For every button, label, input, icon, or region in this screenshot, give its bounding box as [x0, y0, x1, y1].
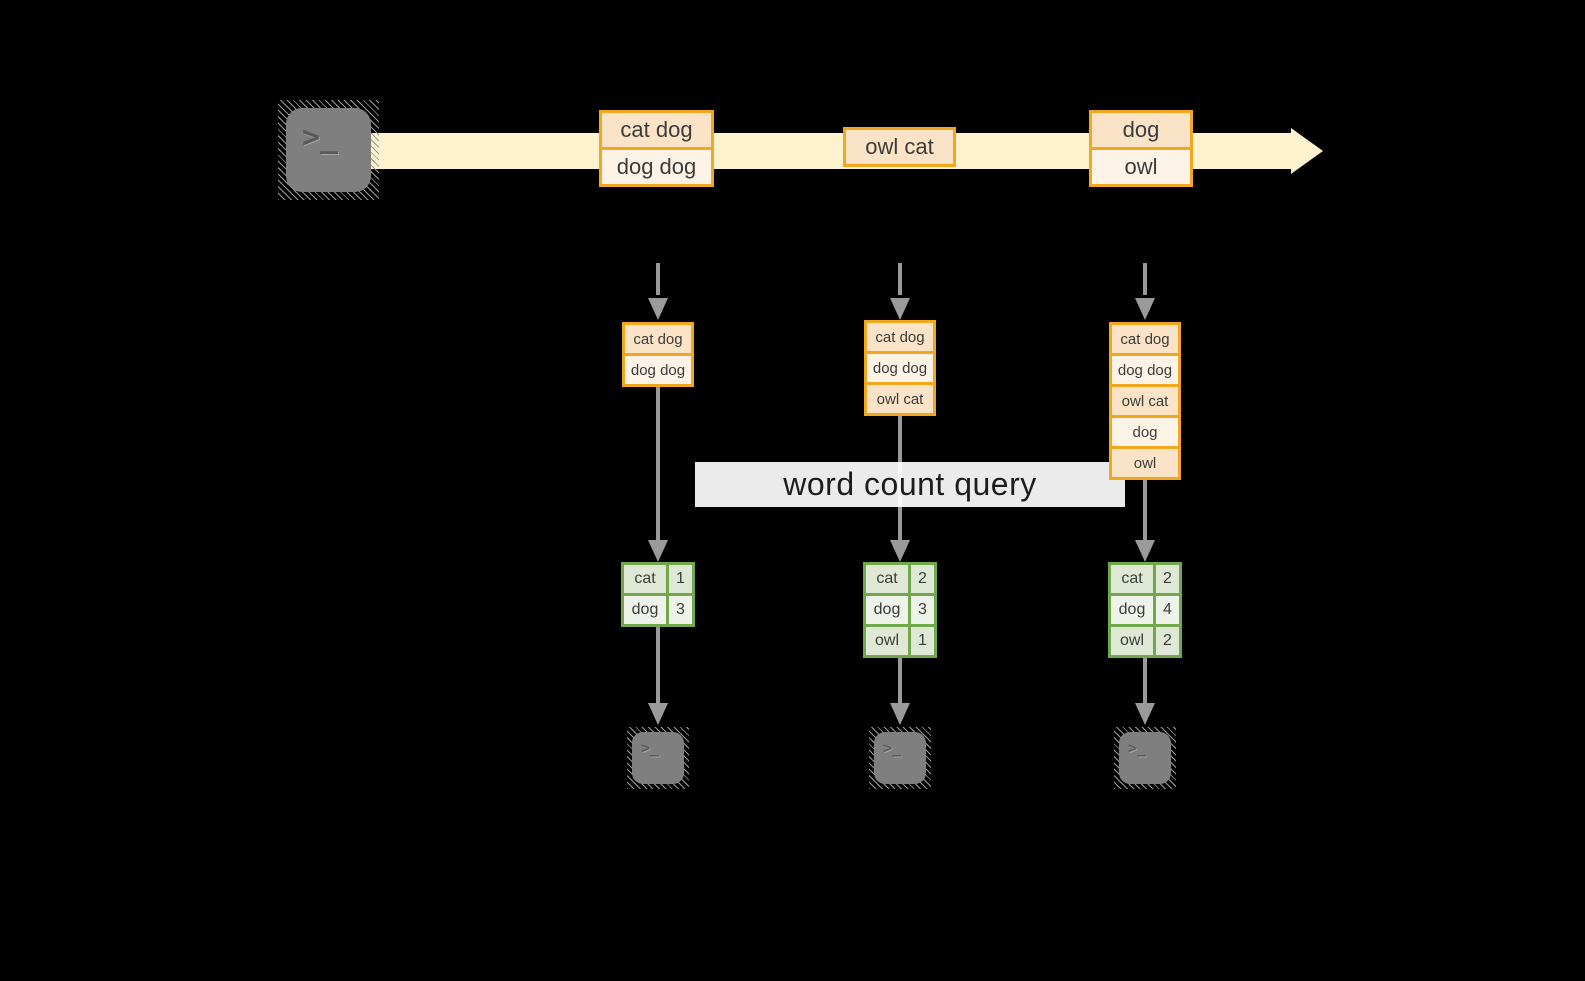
stream-batch-1: cat dog dog dog [599, 110, 714, 187]
terminal-prompt-glyph: >_ [1119, 732, 1171, 784]
table-cell-word: cat [866, 565, 908, 593]
source-terminal-icon: >_ [278, 100, 379, 200]
terminal-prompt-glyph: >_ [632, 732, 684, 784]
count-table-2: cat 2 dog 3 owl 1 [863, 562, 937, 658]
sink-terminal-icon-2: >_ [869, 727, 931, 789]
state-buffer-3: cat dog dog dog owl cat dog owl [1109, 322, 1181, 480]
table-cell-word: cat [624, 565, 666, 593]
state-buffer-1: cat dog dog dog [622, 322, 694, 387]
batch-item: dog [1092, 113, 1190, 147]
table-cell-count: 4 [1156, 596, 1179, 624]
stream-batch-2: owl cat [843, 127, 956, 167]
state-row: owl cat [867, 385, 933, 413]
table-cell-word: cat [1111, 565, 1153, 593]
count-table-1: cat 1 dog 3 [621, 562, 695, 627]
state-row: owl cat [1112, 387, 1178, 415]
stream-batch-3: dog owl [1089, 110, 1193, 187]
state-row: dog [1112, 418, 1178, 446]
batch-item: cat dog [602, 113, 711, 147]
batch-item: owl cat [846, 130, 953, 164]
table-cell-word: owl [866, 627, 908, 655]
table-cell-word: dog [866, 596, 908, 624]
ingest-arrow-head-1 [648, 298, 668, 320]
state-row: dog dog [625, 356, 691, 384]
state-row: dog dog [1112, 356, 1178, 384]
query-label: word count query [783, 466, 1037, 502]
output-arrow-head-3 [1135, 703, 1155, 725]
query-arrow-line-1 [656, 387, 660, 540]
state-row: cat dog [867, 323, 933, 351]
output-arrow-head-2 [890, 703, 910, 725]
sink-terminal-icon-3: >_ [1114, 727, 1176, 789]
table-cell-word: owl [1111, 627, 1153, 655]
batch-item: owl [1092, 150, 1190, 184]
output-arrow-line-1 [656, 627, 660, 703]
table-cell-word: dog [1111, 596, 1153, 624]
query-band: word count query [695, 462, 1125, 507]
ingest-arrow-dash-2 [898, 263, 902, 295]
state-row: dog dog [867, 354, 933, 382]
output-arrow-line-3 [1143, 658, 1147, 703]
table-cell-count: 1 [669, 565, 692, 593]
table-cell-count: 3 [669, 596, 692, 624]
state-row: cat dog [625, 325, 691, 353]
terminal-prompt-glyph: >_ [874, 732, 926, 784]
query-arrow-line-3 [1143, 480, 1147, 540]
query-arrow-head-3 [1135, 540, 1155, 562]
terminal-prompt-glyph: >_ [286, 108, 371, 192]
table-cell-count: 1 [911, 627, 934, 655]
ingest-arrow-dash-1 [656, 263, 660, 295]
ingest-arrow-head-2 [890, 298, 910, 320]
batch-item: dog dog [602, 150, 711, 184]
table-cell-count: 2 [1156, 627, 1179, 655]
state-buffer-2: cat dog dog dog owl cat [864, 320, 936, 416]
table-cell-count: 3 [911, 596, 934, 624]
state-row: cat dog [1112, 325, 1178, 353]
stream-arrow-head [1291, 128, 1323, 174]
query-arrow-head-1 [648, 540, 668, 562]
table-cell-word: dog [624, 596, 666, 624]
state-row: owl [1112, 449, 1178, 477]
ingest-arrow-dash-3 [1143, 263, 1147, 295]
count-table-3: cat 2 dog 4 owl 2 [1108, 562, 1182, 658]
sink-terminal-icon-1: >_ [627, 727, 689, 789]
table-cell-count: 2 [1156, 565, 1179, 593]
table-cell-count: 2 [911, 565, 934, 593]
output-arrow-head-1 [648, 703, 668, 725]
ingest-arrow-head-3 [1135, 298, 1155, 320]
query-arrow-head-2 [890, 540, 910, 562]
output-arrow-line-2 [898, 658, 902, 703]
